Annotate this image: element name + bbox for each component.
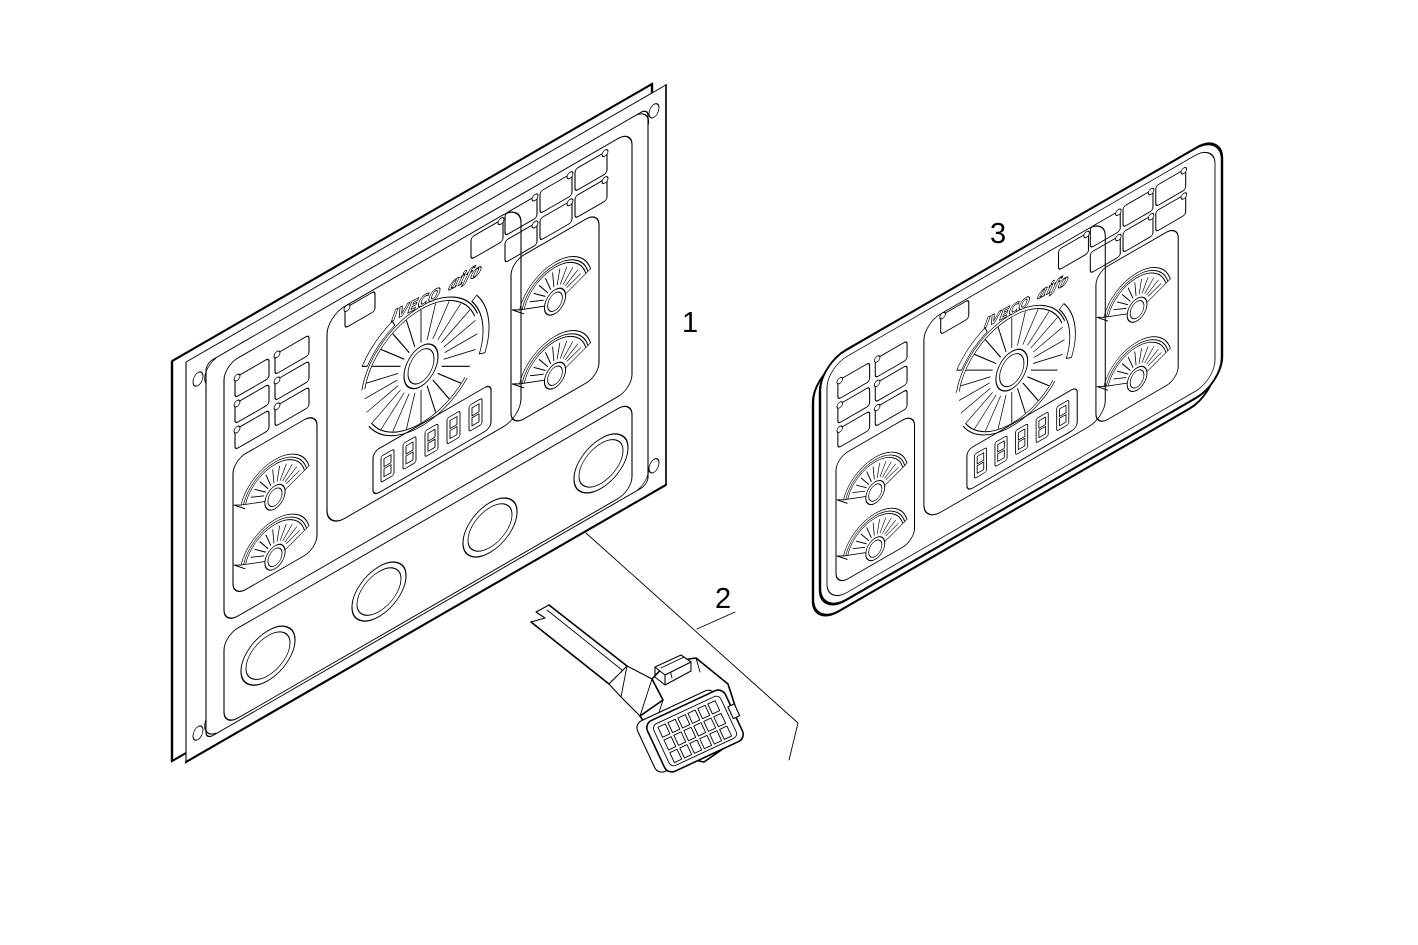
instrument-area-outline (223, 135, 633, 619)
panel-rim (826, 151, 1216, 597)
connector-pins (636, 689, 744, 773)
part-label-2: 2 (715, 583, 731, 615)
latch-tab (654, 654, 692, 686)
screw-hole (648, 103, 660, 119)
part-label-3: 3 (990, 218, 1006, 250)
screw-hole (192, 371, 204, 387)
panel-assembly-1 (170, 82, 668, 764)
connector-key-bump (727, 703, 741, 720)
lamp-hole (351, 561, 407, 622)
plate-bottom-edge (184, 483, 668, 764)
lamp-hole (240, 625, 296, 686)
leader-line-part-2 (585, 532, 799, 761)
pin-grid (657, 700, 732, 764)
screw-hole (192, 725, 204, 741)
instrument-panel-3 (811, 142, 1224, 617)
bezel-outline (205, 110, 649, 738)
leader-tick-part-2 (696, 611, 736, 630)
lamp-holes-band (223, 405, 633, 721)
screw-holes (192, 103, 660, 741)
wiring-connector-2 (530, 604, 744, 773)
cable (530, 604, 628, 685)
lamp-hole (462, 497, 518, 558)
cable-cut-end (530, 604, 550, 623)
lamp-hole (573, 433, 629, 494)
part-label-1: 1 (682, 307, 698, 339)
